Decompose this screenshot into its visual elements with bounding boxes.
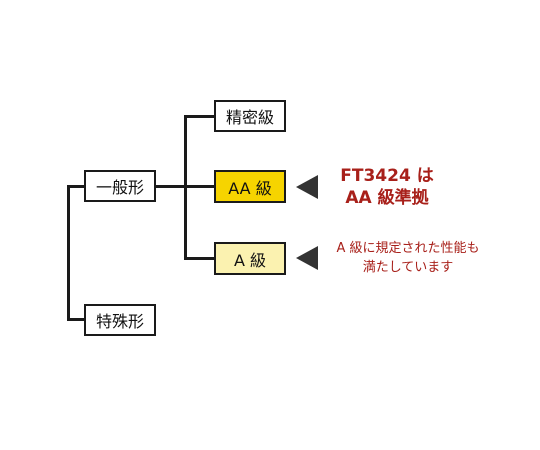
precision-class-label: 精密級 xyxy=(225,108,274,127)
branch-general-line xyxy=(67,185,84,188)
trunk-vertical-line xyxy=(67,185,70,321)
a-note-line1: A 級に規定された性能も xyxy=(336,241,480,256)
a-note-line2: 満たしています xyxy=(362,260,454,275)
aa-compliance-note: FT3424 は AA 級準拠 xyxy=(322,165,452,209)
general-out-line xyxy=(156,185,186,188)
precision-class-box: 精密級 xyxy=(214,100,286,132)
aa-class-label: AA 級 xyxy=(228,178,272,198)
branch-aa-line xyxy=(184,185,214,188)
a-pointer-triangle-icon xyxy=(296,246,318,270)
branch-a-line xyxy=(184,257,214,260)
general-type-label: 一般形 xyxy=(95,178,144,197)
special-type-label: 特殊形 xyxy=(95,312,144,331)
general-type-box: 一般形 xyxy=(84,170,156,202)
aa-note-line2: AA 級準拠 xyxy=(345,188,429,208)
aa-note-line1: FT3424 は xyxy=(340,166,434,186)
a-performance-note: A 級に規定された性能も 満たしています xyxy=(320,239,496,277)
aa-pointer-triangle-icon xyxy=(296,175,318,199)
a-class-box: A 級 xyxy=(214,242,286,275)
branch-special-line xyxy=(67,318,84,321)
a-class-label: A 級 xyxy=(233,250,267,270)
special-type-box: 特殊形 xyxy=(84,304,156,336)
aa-class-box: AA 級 xyxy=(214,170,286,203)
branch-precision-line xyxy=(184,115,214,118)
